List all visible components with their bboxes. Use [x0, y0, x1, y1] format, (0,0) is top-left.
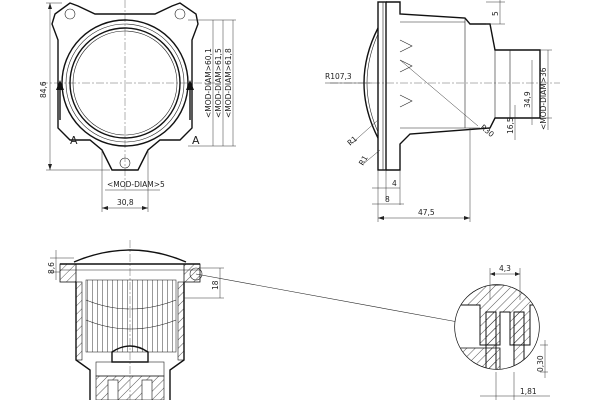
side-view: R107,3 R1 R1 R30 5 <MOD-DIAM>36 34,9 16,…: [325, 0, 560, 222]
mount-hole-diameter: <MOD-DIAM>5: [107, 180, 165, 189]
diameter-60-1: <MOD-DIAM>60,1: [204, 48, 213, 118]
dimension-8-6: 8,6: [47, 262, 56, 274]
width-dimension: 30,8: [117, 198, 134, 207]
dimension-0-30: 0,30: [536, 355, 545, 372]
radius-r30: R30: [479, 123, 496, 140]
dimension-1-81: 1,81: [520, 387, 537, 396]
height-dimension: 84,6: [39, 81, 48, 98]
section-label-right: A: [192, 134, 200, 147]
dimension-34-9: 34,9: [523, 91, 532, 108]
diameter-61-8: <MOD-DIAM>61,8: [224, 48, 233, 118]
dimension-47-5: 47,5: [418, 208, 435, 217]
top-dimension: 5: [491, 11, 500, 16]
front-view: A A 84,6 <MOD-DIAM>60,1 <MOD-DIAM>61,5 <…: [39, 0, 236, 212]
dimension-16-5: 16,5: [506, 117, 515, 134]
dimension-8: 8: [385, 195, 390, 204]
detail-view: 4,3 0,30 1,81: [454, 264, 550, 400]
dimension-18: 18: [211, 280, 220, 290]
lens-radius: R107,3: [325, 72, 352, 81]
section-view: 8,6 18: [47, 240, 459, 400]
radius-r1-lower: R1: [357, 154, 370, 167]
dimension-4: 4: [392, 179, 397, 188]
diameter-36: <MOD-DIAM>36: [539, 67, 548, 130]
diameter-61-5: <MOD-DIAM>61,5: [214, 48, 223, 118]
radius-r1-upper: R1: [346, 134, 360, 147]
dimension-4-3: 4,3: [499, 264, 511, 273]
section-label-left: A: [70, 134, 78, 147]
